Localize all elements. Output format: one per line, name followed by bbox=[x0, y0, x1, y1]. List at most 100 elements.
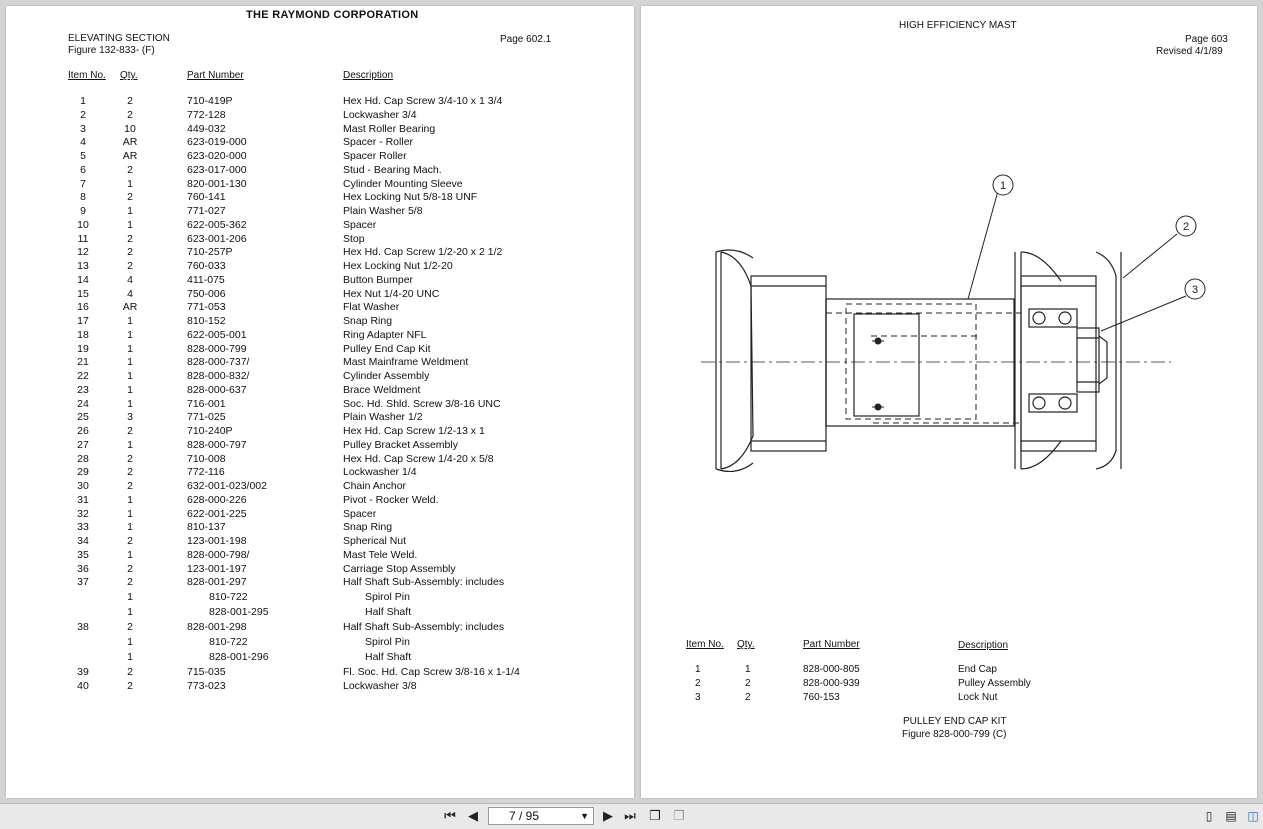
part-number-cell: 623-001-206 bbox=[187, 232, 247, 245]
qty-cell: 1 bbox=[127, 521, 133, 534]
description-cell: Chain Anchor bbox=[343, 480, 407, 492]
qty-cell: 1 bbox=[127, 370, 133, 382]
part-number-cell: 123-001-198 bbox=[187, 535, 247, 547]
first-page-icon[interactable]: ⏮ bbox=[444, 808, 456, 823]
description-cell: Hex Hd. Cap Screw 1/2-13 x 1 bbox=[343, 425, 485, 437]
description-cell: Pulley Bracket Assembly bbox=[343, 438, 458, 451]
item-cell: 27 bbox=[77, 438, 89, 451]
qty-cell: 1 bbox=[127, 397, 133, 410]
copy-page-icon[interactable]: ❐ bbox=[649, 808, 661, 823]
description-cell: Hex Nut 1/4-20 UNC bbox=[343, 287, 440, 300]
part-number-cell: 622-005-001 bbox=[187, 328, 247, 341]
qty-cell: 2 bbox=[127, 95, 133, 107]
duplicate-page-icon[interactable]: ❐ bbox=[673, 808, 685, 823]
part-number-cell: 449-032 bbox=[187, 122, 226, 135]
qty-cell: 2 bbox=[745, 692, 751, 703]
description-cell: Half Shaft bbox=[365, 651, 412, 664]
section-title: ELEVATING SECTION bbox=[68, 33, 170, 44]
item-cell: 17 bbox=[77, 315, 89, 327]
part-number-cell: 828-001-295 bbox=[209, 606, 269, 619]
item-cell: 1 bbox=[80, 95, 86, 107]
description-cell: Brace Weldment bbox=[343, 383, 421, 396]
description-cell: Lockwasher 3/8 bbox=[343, 680, 417, 692]
qty-cell: 2 bbox=[127, 425, 133, 437]
description-cell: Spherical Nut bbox=[343, 535, 407, 547]
qty-cell: 2 bbox=[127, 666, 133, 679]
header-part: Part Number bbox=[187, 70, 244, 81]
qty-cell: 2 bbox=[127, 576, 133, 589]
prev-page-icon[interactable]: ◀ bbox=[468, 808, 478, 823]
part-number-cell: 710-257P bbox=[187, 246, 233, 259]
qty-cell: 4 bbox=[127, 287, 133, 300]
last-page-icon[interactable]: ⏭ bbox=[624, 808, 636, 823]
continuous-view-icon[interactable]: ▤ bbox=[1225, 809, 1237, 823]
description-cell: Cylinder Assembly bbox=[343, 370, 430, 382]
chevron-down-icon: ▼ bbox=[580, 811, 589, 821]
part-number-cell: 810-152 bbox=[187, 315, 226, 327]
part-number-cell: 622-001-225 bbox=[187, 507, 247, 520]
item-cell: 16 bbox=[77, 301, 89, 314]
part-number-cell: 828-000-939 bbox=[803, 678, 860, 689]
qty-cell: 2 bbox=[127, 562, 133, 575]
qty-cell: 3 bbox=[127, 411, 133, 424]
callout-1 bbox=[992, 174, 1014, 196]
description-cell: Spirol Pin bbox=[365, 636, 410, 649]
description-cell: Snap Ring bbox=[343, 315, 393, 327]
part-number-cell: 810-722 bbox=[209, 591, 248, 604]
description-cell: Spacer bbox=[343, 218, 377, 231]
qty-cell: 2 bbox=[127, 246, 133, 259]
two-page-view-icon[interactable]: ◫ bbox=[1247, 809, 1259, 823]
qty-cell: 1 bbox=[127, 548, 133, 561]
left-page: THE RAYMOND CORPORATION ELEVATING SECTIO… bbox=[6, 6, 634, 798]
qty-cell: 1 bbox=[127, 328, 133, 341]
item-cell: 7 bbox=[80, 177, 86, 190]
description-cell: Lockwasher 3/4 bbox=[343, 108, 417, 121]
description-cell: Stud - Bearing Mach. bbox=[343, 163, 442, 176]
item-cell: 22 bbox=[77, 370, 89, 382]
description-cell: Pulley Assembly bbox=[958, 678, 1031, 689]
description-cell: Flat Washer bbox=[343, 301, 400, 314]
item-cell: 4 bbox=[80, 136, 86, 149]
mast-title: HIGH EFFICIENCY MAST bbox=[899, 20, 1017, 31]
qty-cell: 2 bbox=[127, 452, 133, 465]
qty-cell: 4 bbox=[127, 273, 133, 286]
item-cell: 32 bbox=[77, 507, 89, 520]
description-cell: Cylinder Mounting Sleeve bbox=[343, 177, 463, 190]
qty-cell: 1 bbox=[127, 636, 133, 649]
qty-cell: 1 bbox=[127, 315, 133, 327]
description-cell: Mast Tele Weld. bbox=[343, 548, 418, 561]
item-cell: 11 bbox=[77, 232, 89, 245]
item-cell: 6 bbox=[80, 163, 86, 176]
page-number: Page 603 bbox=[1185, 34, 1228, 45]
qty-cell: 1 bbox=[127, 342, 133, 355]
next-page-icon[interactable]: ▶ bbox=[603, 808, 613, 823]
item-cell: 39 bbox=[77, 666, 89, 679]
item-cell: 3 bbox=[80, 122, 86, 135]
item-cell: 3 bbox=[695, 692, 701, 703]
qty-cell: 1 bbox=[127, 507, 133, 520]
part-number-cell: 828-000-798/ bbox=[187, 548, 250, 561]
item-cell: 2 bbox=[80, 108, 86, 121]
part-number-cell: 773-023 bbox=[187, 680, 226, 692]
qty-cell: 2 bbox=[127, 108, 133, 121]
callout-2-label: 2 bbox=[1183, 221, 1189, 233]
qty-cell: 1 bbox=[127, 493, 133, 506]
page-indicator-select[interactable]: 7 / 95 ▼ bbox=[488, 807, 594, 825]
part-number-cell: 710-008 bbox=[187, 452, 226, 465]
single-page-view-icon[interactable]: ▯ bbox=[1205, 809, 1213, 823]
item-cell: 13 bbox=[77, 260, 89, 272]
description-cell: End Cap bbox=[958, 664, 997, 675]
item-cell: 26 bbox=[77, 425, 89, 437]
item-cell: 21 bbox=[77, 356, 89, 369]
